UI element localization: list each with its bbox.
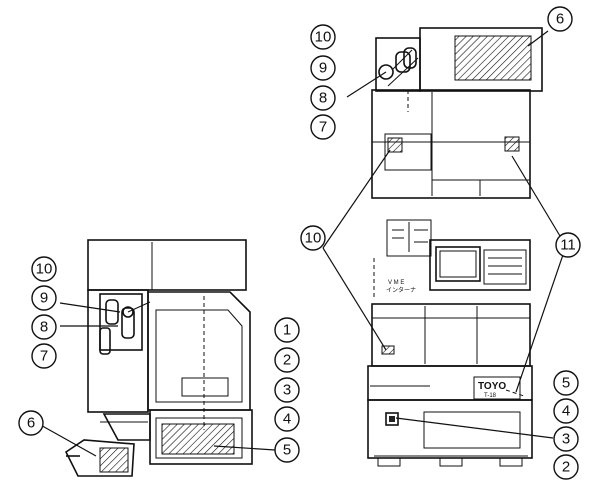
callout-3-front: 3	[553, 426, 579, 452]
svg-text:T-18: T-18	[484, 393, 497, 399]
svg-text:3: 3	[562, 431, 570, 448]
svg-text:4: 4	[562, 403, 570, 420]
callout-4-front: 4	[553, 398, 579, 424]
svg-text:9: 9	[40, 290, 48, 307]
svg-text:8: 8	[40, 319, 48, 336]
svg-text:1: 1	[283, 322, 291, 339]
svg-text:10: 10	[36, 261, 53, 278]
callout-9-top: 9	[310, 55, 336, 81]
callout-3-side: 3	[274, 377, 300, 403]
callout-5-side: 5	[274, 437, 300, 463]
callout-10-front: 10	[300, 225, 326, 251]
svg-text:8: 8	[319, 90, 327, 107]
leader-lines	[36, 30, 567, 457]
side-panel	[386, 219, 432, 257]
svg-text:10: 10	[305, 230, 322, 247]
svg-text:7: 7	[319, 119, 327, 136]
svg-text:11: 11	[560, 237, 576, 254]
callout-5-front: 5	[553, 370, 579, 396]
front-view: V M E インターナ TOYO T-18	[367, 219, 533, 467]
callout-10-top: 10	[310, 24, 336, 50]
top-view	[371, 27, 543, 199]
callout-7-side: 7	[31, 343, 57, 369]
callout-2-front: 2	[553, 454, 579, 480]
callout-6-side: 6	[18, 410, 44, 436]
machine-body	[371, 303, 531, 367]
svg-text:10: 10	[315, 29, 332, 46]
main-switch	[385, 412, 399, 426]
svg-text:インターナ: インターナ	[386, 286, 416, 294]
side-view	[64, 239, 253, 477]
svg-text:9: 9	[319, 60, 327, 77]
callout-7-top: 7	[310, 114, 336, 140]
control-panel	[429, 239, 531, 291]
svg-text:5: 5	[283, 442, 291, 459]
chip-tank-hatch	[454, 35, 532, 81]
svg-text:TOYO: TOYO	[478, 381, 506, 392]
coolant-unit-side	[99, 293, 151, 355]
callout-4-side: 4	[274, 406, 300, 432]
callout-2-side: 2	[274, 347, 300, 373]
callout-10-side: 10	[31, 256, 57, 282]
callout-8-side: 8	[31, 314, 57, 340]
chip-conveyor-hatch	[161, 423, 235, 455]
callout-1-side: 1	[274, 317, 300, 343]
svg-text:2: 2	[562, 459, 570, 476]
callout-11-front: 11	[555, 232, 581, 258]
svg-text:7: 7	[40, 348, 48, 365]
callout-9-side: 9	[31, 285, 57, 311]
callout-8-top: 8	[310, 85, 336, 111]
crt-screen	[435, 246, 481, 282]
svg-text:6: 6	[27, 415, 35, 432]
svg-text:V M E: V M E	[388, 280, 404, 286]
callout-6-top: 6	[547, 6, 573, 32]
svg-text:6: 6	[556, 11, 564, 28]
coolant-unit-top	[378, 47, 419, 87]
chip-bucket	[64, 439, 135, 477]
svg-text:4: 4	[283, 411, 291, 428]
svg-text:2: 2	[283, 352, 291, 369]
svg-text:5: 5	[562, 375, 570, 392]
svg-text:3: 3	[283, 382, 291, 399]
nameplate	[473, 376, 521, 400]
